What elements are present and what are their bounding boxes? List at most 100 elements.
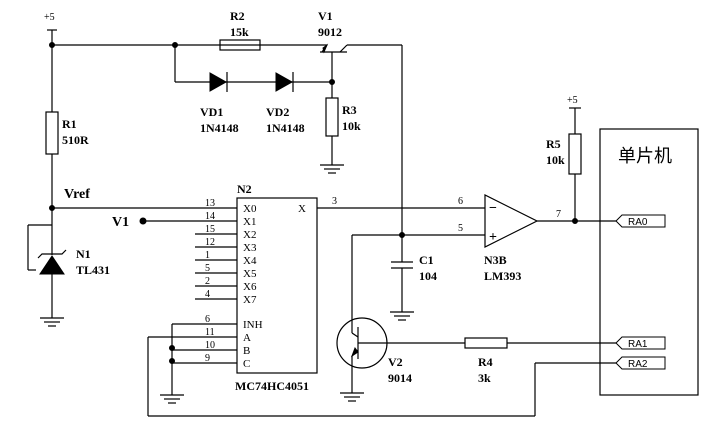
mux-input-pin-number: 1 [205, 250, 210, 261]
mux-control-pin-name: INH [243, 319, 263, 331]
mux-input-pin: 1 X4 [195, 250, 257, 267]
diode-vd2: VD2 1N4148 [266, 72, 305, 135]
v1-value: 9012 [318, 25, 342, 39]
v2-ref: V2 [388, 355, 403, 369]
r4-value: 3k [478, 371, 491, 385]
n2-value: MC74HC4051 [235, 379, 309, 393]
r3-ref: R3 [342, 103, 357, 117]
r5-ref: R5 [546, 137, 561, 151]
c1-ref: C1 [419, 253, 434, 267]
vcc-right-label: +5 [567, 95, 578, 106]
resistor-r3: R3 10k [325, 82, 361, 165]
r4-ref: R4 [478, 355, 493, 369]
mux-control-pin-number: 10 [205, 340, 215, 351]
mux-control-pin-number: 11 [205, 327, 215, 338]
ground-symbol [390, 311, 414, 321]
comparator-pin-plus: 5 [458, 223, 463, 234]
mux-control-pin-name: C [243, 358, 250, 370]
comparator-minus-sign: − [489, 201, 497, 216]
mcu-port-label: RA1 [628, 339, 648, 350]
ground-symbol [320, 164, 344, 174]
n3b-value: LM393 [484, 269, 521, 283]
r1-value: 510R [62, 133, 89, 147]
mcu-port-label: RA0 [628, 217, 648, 228]
ground-symbol [40, 317, 64, 327]
mux-input-pin-number: 5 [205, 263, 210, 274]
mux-input-pin-number: 12 [205, 237, 215, 248]
mux-input-pin-number: 2 [205, 276, 210, 287]
mcu-port-ra0: RA0 [615, 214, 666, 228]
comparator-pin-minus: 6 [458, 196, 463, 207]
comparator-pin-out: 7 [556, 209, 561, 220]
mux-input-pin-name: X1 [243, 216, 256, 228]
n2-ref: N2 [237, 182, 252, 196]
transistor-v1: V1 9012 [318, 9, 402, 85]
n1-ref: N1 [76, 247, 91, 261]
mux-input-pin: 15 X2 [195, 224, 256, 241]
mux-input-pin: 13 X0 [205, 198, 257, 215]
mux-control-pin: 6 INH [172, 314, 263, 331]
ground-symbol [340, 392, 364, 402]
v2-value: 9014 [388, 371, 412, 385]
mux-input-pin-name: X4 [243, 255, 257, 267]
v1-ref: V1 [318, 9, 333, 23]
mux-output-wire: 3 [317, 196, 485, 209]
c1-value: 104 [419, 269, 437, 283]
diode-vd1: VD1 1N4148 [200, 72, 239, 135]
comparator-n3b: − + 6 5 7 N3B LM393 [458, 194, 561, 283]
mux-input-pin: 5 X5 [195, 263, 257, 280]
vd2-value: 1N4148 [266, 121, 305, 135]
v1-input-label: V1 [112, 215, 129, 230]
mux-input-pin: 12 X3 [195, 237, 257, 254]
vref-label: Vref [64, 187, 90, 202]
mux-input-pin-number: 13 [205, 198, 215, 209]
resistor-r2: R2 15k [219, 9, 261, 51]
mux-input-pin: 2 X6 [195, 276, 257, 293]
reference-n1: N1 TL431 [27, 208, 110, 318]
mux-output-pin: 3 [332, 196, 337, 207]
mux-input-pin-name: X6 [243, 281, 257, 293]
comparator-plus-sign: + [489, 230, 497, 245]
mux-output-name: X [298, 203, 306, 215]
mux-input-pin-name: X5 [243, 268, 257, 280]
mux-input-pin-name: X7 [243, 294, 257, 306]
r2-value: 15k [230, 25, 249, 39]
resistor-r4: R4 3k [464, 337, 616, 385]
mcu-port-label: RA2 [628, 359, 648, 370]
mux-input-pin-name: X2 [243, 229, 256, 241]
mux-control-pin-number: 9 [205, 353, 210, 364]
mux-n2: N2 MC74HC4051 X [235, 182, 318, 393]
mcu-port-ra1: RA1 [615, 336, 666, 350]
vd1-ref: VD1 [200, 105, 223, 119]
control-wiring [147, 324, 536, 417]
vd2-ref: VD2 [266, 105, 289, 119]
resistor-r5: +5 R5 10k [546, 95, 582, 221]
mcu-title: 单片机 [618, 146, 672, 167]
mux-control-pin-name: A [243, 332, 251, 344]
mux-input-pin-name: X3 [243, 242, 257, 254]
ground-symbol [160, 394, 184, 404]
n3b-ref: N3B [484, 253, 507, 267]
mux-control-pin: 11 A [148, 327, 251, 344]
resistor-r1: R1 510R [45, 45, 89, 208]
mux-input-pin-name: X0 [243, 203, 257, 215]
diode-string [174, 45, 332, 83]
r1-ref: R1 [62, 117, 77, 131]
vcc-left: +5 [44, 12, 57, 45]
mux-control-pin-number: 6 [205, 314, 210, 325]
r3-value: 10k [342, 119, 361, 133]
comparator-plus-wire [352, 232, 485, 238]
r5-value: 10k [546, 153, 565, 167]
vcc-left-label: +5 [44, 12, 55, 23]
r2-ref: R2 [230, 9, 245, 23]
n1-value: TL431 [76, 263, 110, 277]
mux-input-pin-number: 15 [205, 224, 215, 235]
vd1-value: 1N4148 [200, 121, 239, 135]
